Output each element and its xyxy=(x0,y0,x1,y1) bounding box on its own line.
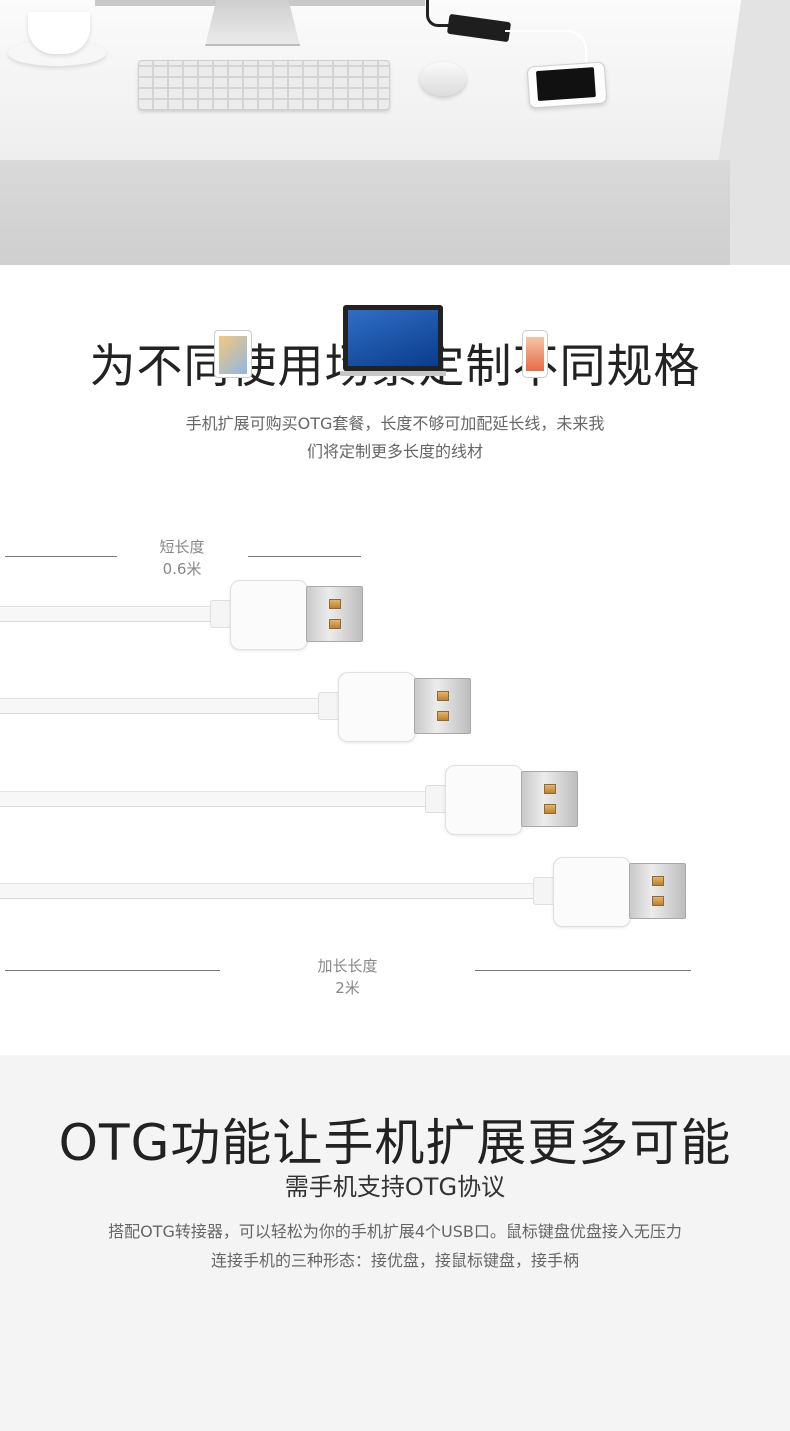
usb-pin xyxy=(329,619,341,629)
short-length-name: 短长度 xyxy=(159,538,205,556)
divider-line xyxy=(475,970,691,971)
description-line: 搭配OTG转接器，可以轻松为你的手机扩展4个USB口。鼠标键盘优盘接入无压力 xyxy=(108,1222,682,1241)
usb-pin xyxy=(544,804,556,814)
usb-plug-body xyxy=(230,580,308,650)
usb-plug-body xyxy=(445,765,523,835)
divider-line xyxy=(5,556,117,557)
coffee-cup-icon xyxy=(28,12,90,54)
mouse-icon xyxy=(420,62,466,96)
monitor-base xyxy=(340,371,446,376)
short-length-label: 短长度 0.6米 xyxy=(132,536,232,580)
cable-collar xyxy=(425,785,447,813)
usb-connector-icon xyxy=(414,678,471,734)
usb-plug-body xyxy=(338,672,416,742)
description-line: 连接手机的三种形态：接优盘，接鼠标键盘，接手柄 xyxy=(210,1251,579,1270)
long-length-label: 加长长度 2米 xyxy=(290,955,405,999)
hub-cable xyxy=(426,0,459,27)
usb-plug-body xyxy=(553,857,631,927)
phone-screen xyxy=(535,67,596,102)
monitor-icon xyxy=(343,305,443,371)
monitor-stand-icon xyxy=(205,0,300,46)
description-line: 们将定制更多长度的线材 xyxy=(306,442,483,461)
cable-collar xyxy=(318,692,340,720)
cable-wire xyxy=(0,791,427,807)
monitor-screen xyxy=(348,310,438,366)
tablet-icon xyxy=(214,330,252,378)
usb-pin xyxy=(652,896,664,906)
usb-pin xyxy=(544,784,556,794)
usb-connector-icon xyxy=(629,863,686,919)
cable-wire xyxy=(0,883,535,899)
usb-pin xyxy=(437,711,449,721)
tablet-screen xyxy=(219,336,247,374)
cable-wire xyxy=(0,606,212,622)
smartphone-icon xyxy=(522,330,548,378)
cable-collar xyxy=(533,877,555,905)
usb-connector-icon xyxy=(521,771,578,827)
section-description-specs: 手机扩展可购买OTG套餐，长度不够可加配延长线，未来我 们将定制更多长度的线材 xyxy=(0,410,790,466)
cable-collar xyxy=(210,600,232,628)
keyboard-icon xyxy=(138,60,390,110)
phone-cable xyxy=(505,30,587,72)
divider-line xyxy=(5,970,220,971)
usb-pin xyxy=(652,876,664,886)
long-length-value: 2米 xyxy=(335,979,360,997)
smartphone-icon xyxy=(526,61,608,109)
divider-line xyxy=(248,556,361,557)
section-title-otg: OTG功能让手机扩展更多可能 xyxy=(58,1114,732,1172)
usb-pin xyxy=(329,599,341,609)
cable-wire xyxy=(0,698,320,714)
section-description-otg: 搭配OTG转接器，可以轻松为你的手机扩展4个USB口。鼠标键盘优盘接入无压力 连… xyxy=(0,1217,790,1275)
section-subtitle-otg: 需手机支持OTG协议 xyxy=(284,1173,506,1201)
usb-connector-icon xyxy=(306,586,363,642)
otg-section: OTG功能让手机扩展更多可能 需手机支持OTG协议 搭配OTG转接器，可以轻松为… xyxy=(0,1055,790,1431)
hero-desk-scene xyxy=(0,0,790,265)
desk-front xyxy=(0,160,730,265)
short-length-value: 0.6米 xyxy=(162,560,202,578)
phone-screen xyxy=(526,337,544,371)
description-line: 手机扩展可购买OTG套餐，长度不够可加配延长线，未来我 xyxy=(185,414,605,433)
usb-pin xyxy=(437,691,449,701)
long-length-name: 加长长度 xyxy=(317,957,378,975)
